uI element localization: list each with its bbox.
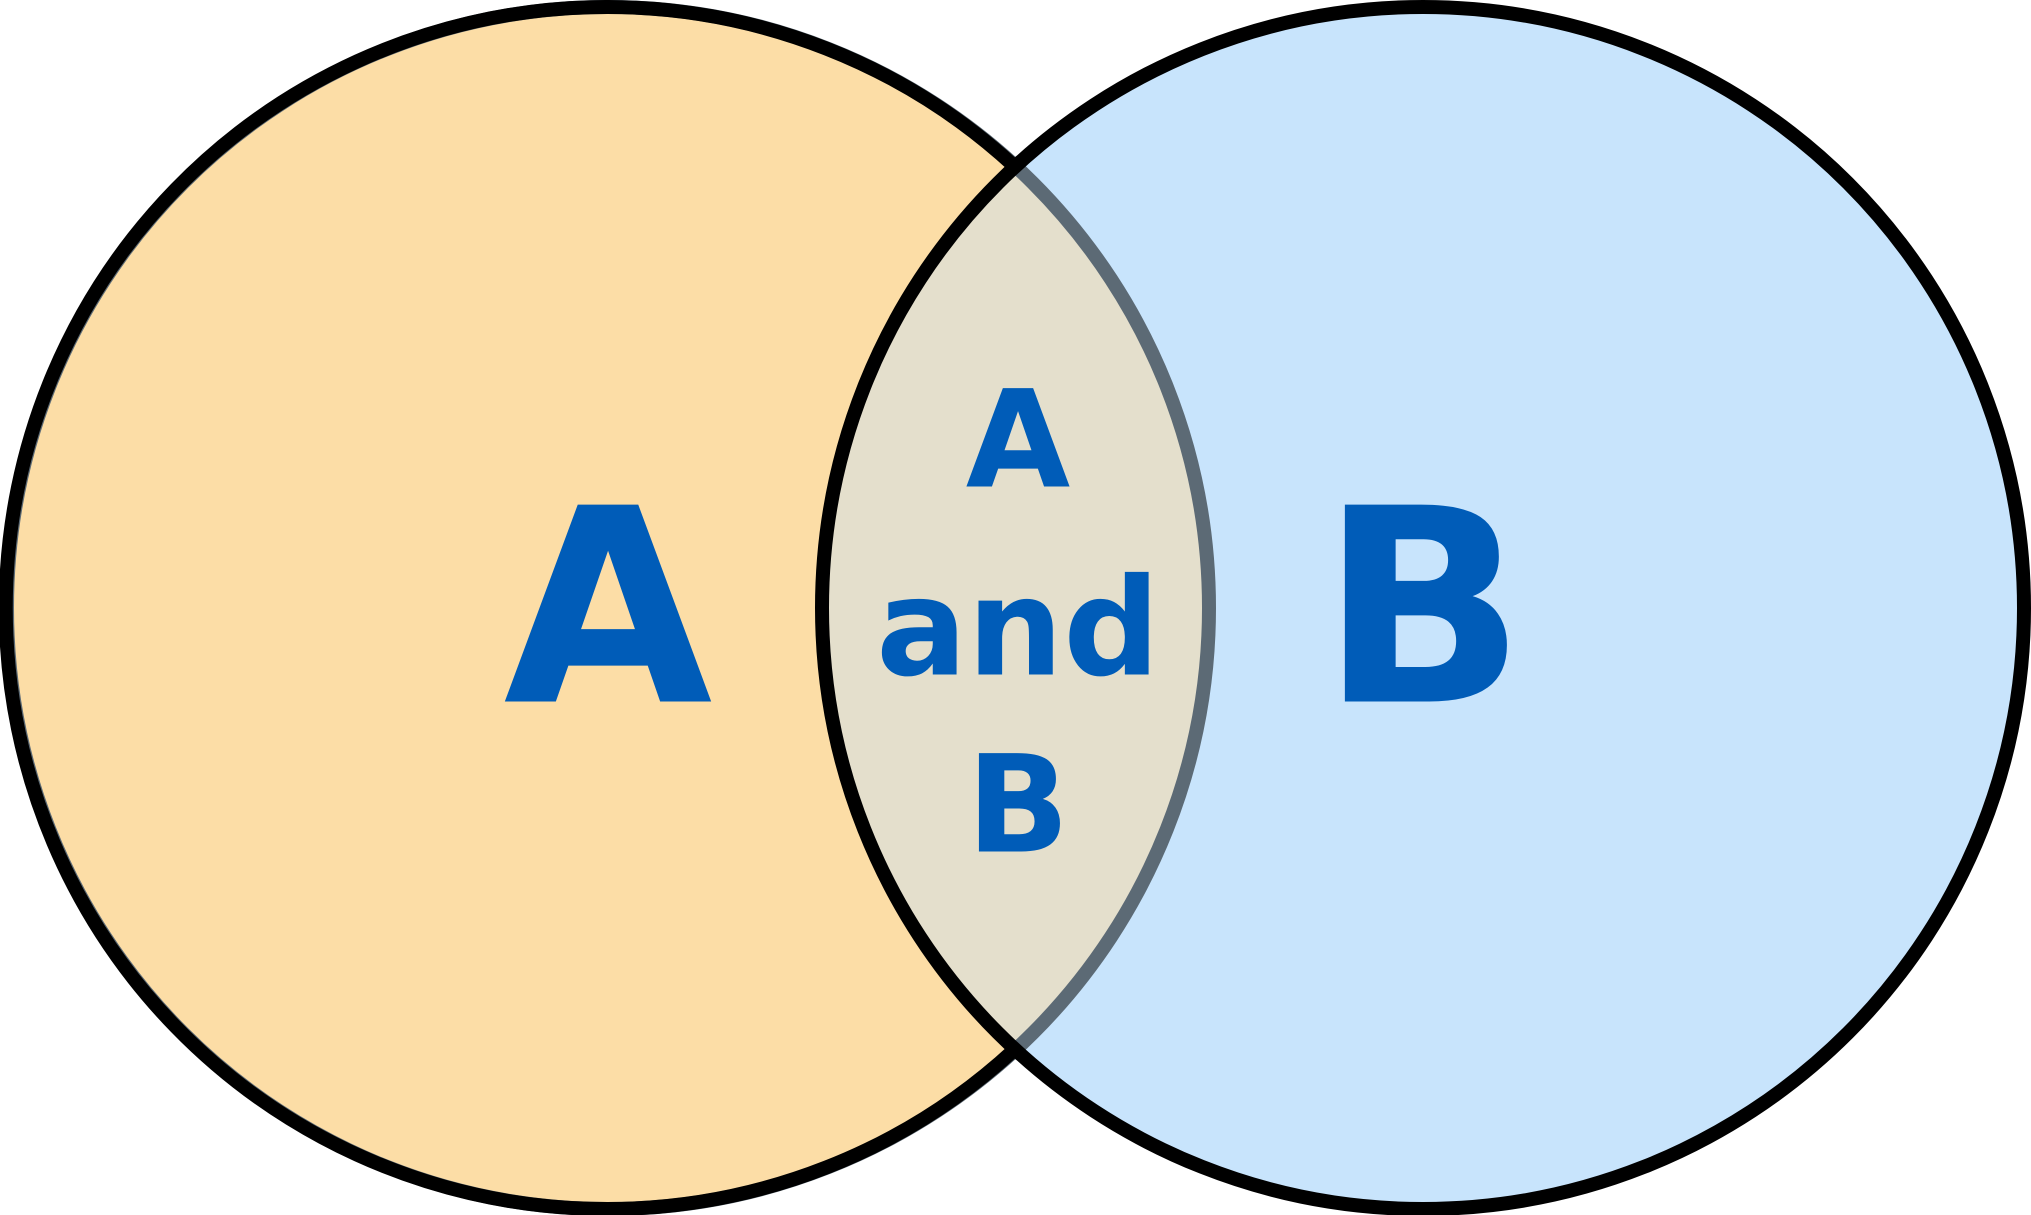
intersection-label-line-3: B bbox=[967, 727, 1070, 884]
set-a-label: A bbox=[504, 451, 715, 766]
intersection-label-line-2: and bbox=[876, 550, 1160, 707]
set-b-outline bbox=[815, 0, 2031, 1215]
intersection-label-line-1: A bbox=[966, 362, 1070, 519]
set-b-label: B bbox=[1320, 451, 1526, 766]
set-a-outer-outline bbox=[0, 0, 1019, 1215]
